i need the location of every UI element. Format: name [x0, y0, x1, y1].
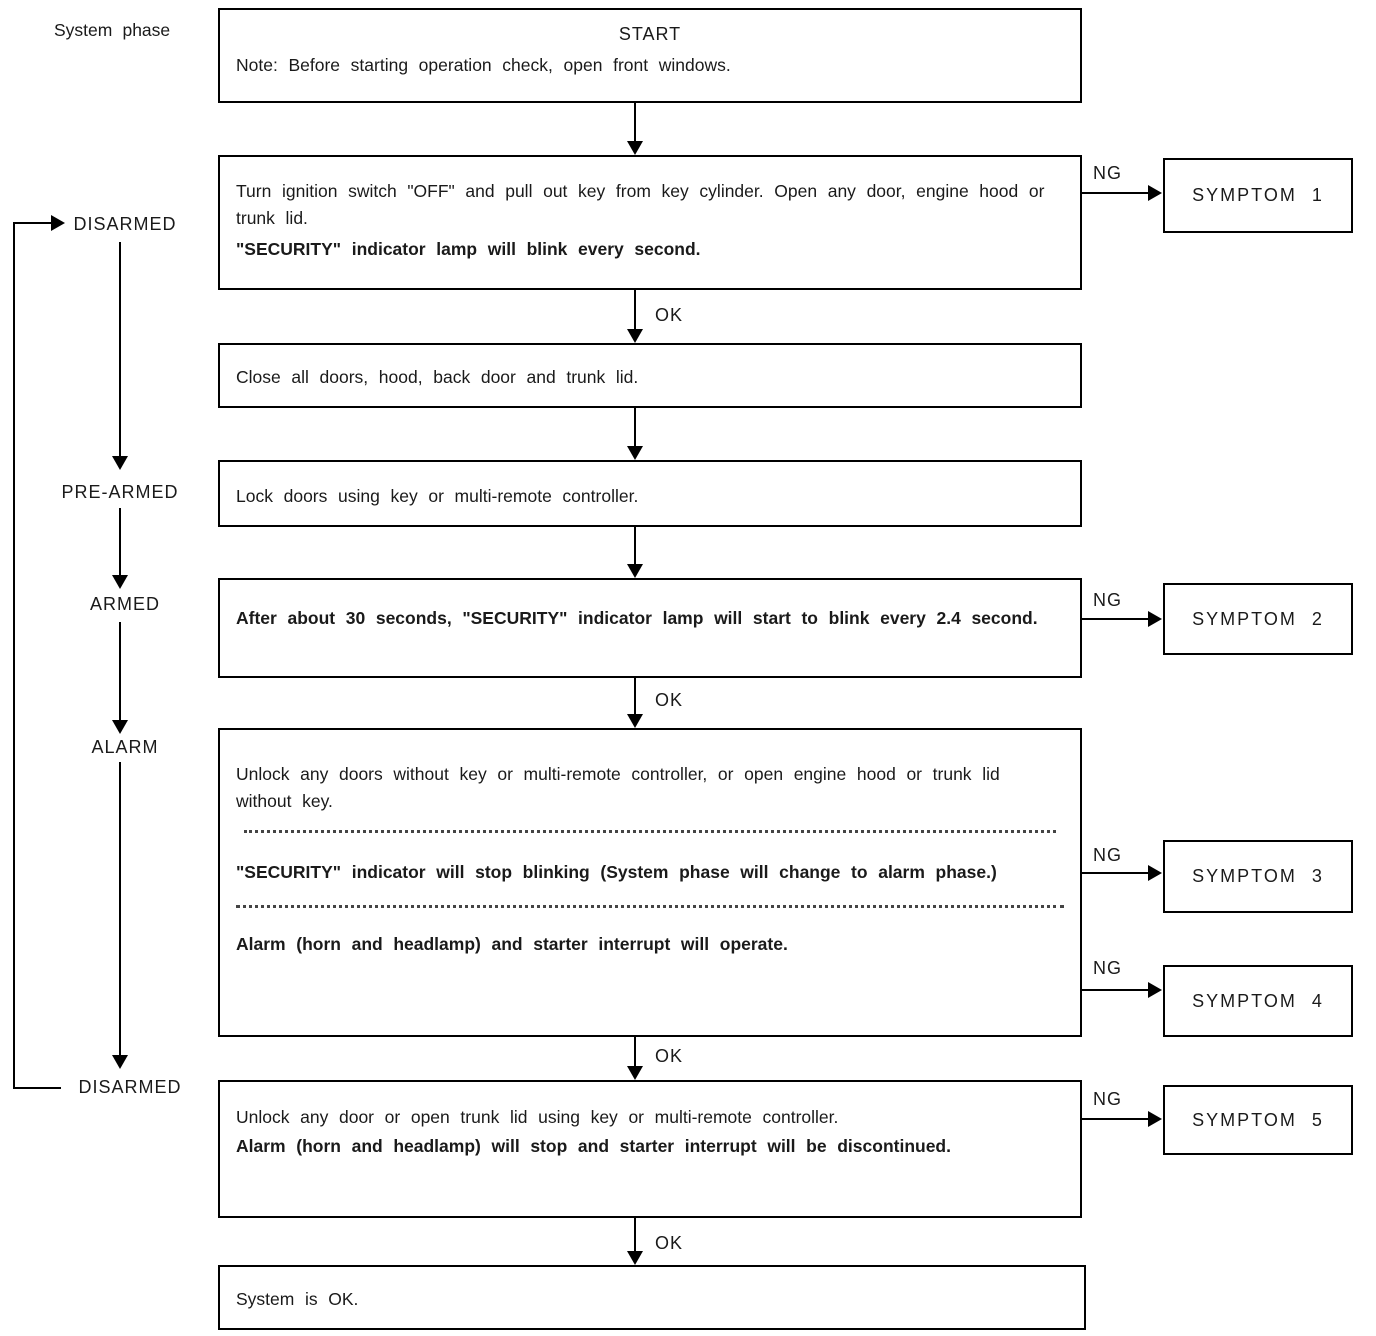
step-box-ignition-off: Turn ignition switch "OFF" and pull out … [218, 155, 1082, 290]
symptom-2-box: SYMPTOM 2 [1163, 583, 1353, 655]
ng-label-4: NG [1093, 958, 1122, 978]
symptom-2-label: SYMPTOM 2 [1192, 608, 1324, 629]
connector-step1-to-step2 [634, 290, 636, 331]
phase-arrow-alarm-to-disarmed [119, 762, 121, 1057]
symptom-1-box: SYMPTOM 1 [1163, 158, 1353, 233]
loop-line-top [13, 222, 53, 224]
phase-arrow-prearmed-to-armed [119, 508, 121, 576]
step-text-bold: "SECURITY" indicator will stop blinking … [236, 862, 997, 882]
ng-label-5: NG [1093, 1089, 1122, 1109]
arrowhead-right-icon [1148, 1111, 1162, 1127]
loop-line-vertical [13, 222, 15, 1089]
ng-label-3: NG [1093, 845, 1122, 865]
system-ok-box: System is OK. [218, 1265, 1086, 1330]
symptom-4-label: SYMPTOM 4 [1192, 990, 1324, 1011]
phase-label-alarm: ALARM [91, 737, 159, 757]
step-text: System is OK. [236, 1289, 359, 1309]
ok-label-4: OK [655, 1233, 684, 1253]
arrowhead-right-icon [51, 215, 65, 231]
ng-connector-2 [1082, 618, 1150, 620]
connector-step3-to-step4 [634, 527, 636, 566]
step-text: Turn ignition switch "OFF" and pull out … [236, 181, 1045, 228]
step-box-close-doors: Close all doors, hood, back door and tru… [218, 343, 1082, 408]
ng-connector-5 [1082, 1118, 1150, 1120]
ng-label-1: NG [1093, 163, 1122, 183]
ng-label-2: NG [1093, 590, 1122, 610]
symptom-3-label: SYMPTOM 3 [1192, 866, 1324, 886]
ok-label-1: OK [655, 305, 684, 325]
phase-arrow-armed-to-alarm [119, 622, 121, 722]
step-text: Lock doors using key or multi-remote con… [236, 486, 639, 506]
arrowhead-down-icon [112, 456, 128, 470]
start-title: START [618, 24, 682, 44]
step-text: Close all doors, hood, back door and tru… [236, 367, 639, 387]
start-box: START Note: Before starting operation ch… [218, 8, 1082, 103]
step-text: Unlock any door or open trunk lid using … [236, 1107, 839, 1127]
arrowhead-down-icon [627, 329, 643, 343]
arrowhead-down-icon [627, 714, 643, 728]
ng-connector-3 [1082, 872, 1150, 874]
symptom-3-box: SYMPTOM 3 [1163, 840, 1353, 913]
ok-label-3: OK [655, 1046, 684, 1066]
arrowhead-right-icon [1148, 982, 1162, 998]
arrowhead-down-icon [627, 1066, 643, 1080]
symptom-4-box: SYMPTOM 4 [1163, 965, 1353, 1037]
arrowhead-right-icon [1148, 611, 1162, 627]
step-box-disarm: Unlock any door or open trunk lid using … [218, 1080, 1082, 1218]
ng-connector-1 [1082, 192, 1150, 194]
step-text: Unlock any doors without key or multi-re… [236, 764, 1000, 811]
dotted-separator [236, 905, 1064, 908]
phase-arrow-disarmed-to-prearmed [119, 242, 121, 457]
arrowhead-down-icon [112, 720, 128, 734]
step-text-bold: "SECURITY" indicator lamp will blink eve… [236, 239, 701, 259]
loop-line-bottom [13, 1087, 61, 1089]
step-text-bold: Alarm (horn and headlamp) will stop and … [236, 1136, 951, 1156]
system-phase-label: System phase [54, 20, 171, 40]
symptom-1-label: SYMPTOM 1 [1192, 185, 1324, 205]
connector-step6-to-step7 [634, 1218, 636, 1253]
phase-label-armed: ARMED [89, 594, 160, 614]
arrowhead-down-icon [112, 575, 128, 589]
arrowhead-down-icon [627, 141, 643, 155]
connector-step2-to-step3 [634, 408, 636, 448]
step-box-alarm-trigger: Unlock any doors without key or multi-re… [218, 728, 1082, 1037]
step-text-bold: After about 30 seconds, "SECURITY" indic… [236, 608, 1038, 628]
symptom-5-box: SYMPTOM 5 [1163, 1085, 1353, 1155]
phase-label-disarmed-bottom: DISARMED [78, 1077, 182, 1097]
phase-label-disarmed-top: DISARMED [73, 214, 177, 234]
connector-step5-to-step6 [634, 1037, 636, 1068]
ng-connector-4 [1082, 989, 1150, 991]
arrowhead-down-icon [627, 1251, 643, 1265]
step-box-lock-doors: Lock doors using key or multi-remote con… [218, 460, 1082, 527]
arrowhead-down-icon [627, 564, 643, 578]
arrowhead-down-icon [627, 446, 643, 460]
arrowhead-right-icon [1148, 865, 1162, 881]
phase-label-pre-armed: PRE-ARMED [61, 482, 179, 502]
arrowhead-right-icon [1148, 185, 1162, 201]
start-note: Note: Before starting operation check, o… [236, 55, 731, 75]
arrowhead-down-icon [112, 1055, 128, 1069]
dotted-separator [244, 830, 1056, 833]
connector-start-to-step1 [634, 103, 636, 143]
step-box-armed-blink: After about 30 seconds, "SECURITY" indic… [218, 578, 1082, 678]
symptom-5-label: SYMPTOM 5 [1192, 1109, 1324, 1130]
ok-label-2: OK [655, 690, 684, 710]
step-text-bold: Alarm (horn and headlamp) and starter in… [236, 934, 788, 954]
connector-step4-to-step5 [634, 678, 636, 716]
